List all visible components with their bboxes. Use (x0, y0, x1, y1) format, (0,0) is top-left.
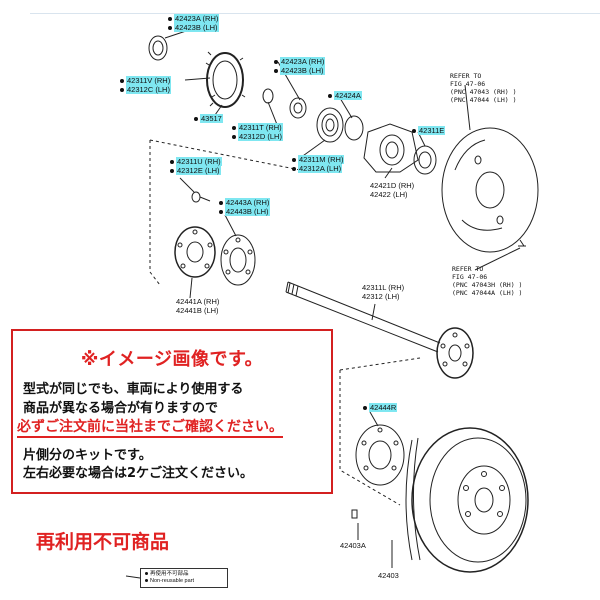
drum-plug (351, 509, 358, 519)
part-42423B-LH: 42423B (LH) (174, 22, 219, 32)
refer2-line2: FIG 47-06 (452, 273, 488, 281)
part-42423A-RH-2: 42423A (RH) (280, 57, 326, 66)
hub-bolt (191, 191, 211, 203)
part-42441B-LH: 42441B (LH) (176, 305, 219, 315)
notice-line-2: 商品が異なる場合が有りますので (23, 401, 219, 416)
leader-2 (184, 77, 211, 81)
part-42421D-RH: 42421D (RH) (370, 181, 415, 190)
bearing-retainer-plate (363, 123, 419, 173)
part-42424A: 42424A (334, 91, 362, 100)
part-42403: 42403 (378, 571, 399, 580)
label-42421D: 42421D (RH) 42422 (LH) (370, 181, 415, 199)
refer1-line2: FIG 47-06 (450, 80, 486, 88)
label-42311M: 42311M (RH) 42312A (LH) (292, 155, 345, 173)
oil-seal-top (148, 35, 168, 61)
refer2-line4: (PNC 47044A (LH) ) (452, 289, 523, 297)
brake-drum (405, 427, 529, 573)
leader-12 (189, 277, 193, 299)
label-42423-mid: 42423A (RH) 42423B (LH) (274, 57, 326, 75)
label-42311U: 42311U (RH) 42312E (LH) (170, 157, 222, 175)
axle-bearing (316, 107, 344, 143)
refer-note-2: REFER TO FIG 47-06 (PNC 47043H (RH) ) (P… (452, 265, 522, 297)
flange-gasket (220, 234, 256, 286)
notice-line-1: 型式が同じでも、車両により使用する (23, 382, 244, 397)
part-42312C-LH: 42312C (LH) (126, 84, 171, 94)
legend-ja: 再使用不可部品 (150, 571, 189, 577)
label-42311T: 42311T (RH) 42312D (LH) (232, 123, 283, 141)
notice-title: ※イメージ画像です。 (80, 349, 264, 370)
leader-14 (369, 411, 379, 427)
label-42443: 42443A (RH) 42443B (LH) (219, 198, 271, 216)
guide-line-axle (339, 357, 421, 371)
notice-line-5: 左右必要な場合は2ケご注文ください。 (23, 466, 254, 481)
part-42423B-LH-2: 42423B (LH) (280, 65, 325, 75)
guide-line-top (149, 139, 301, 171)
o-ring (344, 115, 364, 141)
axle-shaft (285, 281, 474, 379)
ring-gear (205, 51, 246, 108)
part-42443B-LH: 42443B (LH) (225, 206, 270, 216)
small-bolt (518, 239, 526, 247)
legend-en: Non-reusable part (150, 578, 195, 584)
part-42423A-RH: 42423A (RH) (174, 14, 220, 23)
refer1-line4: (PNC 47044 (LH) ) (450, 96, 517, 104)
part-42311L-RH: 42311L (RH) (362, 283, 405, 292)
leader-legend (125, 575, 141, 579)
part-42422-LH: 42422 (LH) (370, 189, 408, 199)
part-42312D-LH: 42312D (LH) (238, 131, 283, 141)
leader-13 (371, 303, 376, 321)
part-42444R: 42444R (369, 403, 398, 412)
leader-3 (214, 104, 223, 116)
part-42443A-RH: 42443A (RH) (225, 198, 271, 207)
label-42424A: 42424A (328, 91, 362, 101)
refer1-line1: REFER TO (450, 72, 482, 80)
part-42311M-RH: 42311M (RH) (298, 155, 345, 164)
part-43517: 43517 (200, 114, 223, 123)
legend-box: 再使用不可部品 Non-reusable part (140, 568, 228, 588)
guide-line-left (149, 140, 161, 286)
part-42311T-RH: 42311T (RH) (238, 123, 283, 132)
guide-line-drum (339, 370, 401, 506)
label-42423-top: 42423A (RH) 42423B (LH) (168, 14, 220, 32)
part-42312A-LH: 42312A (LH) (298, 163, 343, 173)
hub-flange (174, 226, 216, 278)
part-42312-LH: 42312 (LH) (362, 291, 400, 301)
backing-plate (441, 127, 539, 253)
retainer-ring (289, 97, 307, 119)
notice-line-4: 片側分のキットです。 (23, 448, 152, 463)
leader-8 (384, 167, 393, 179)
label-42311E: 42311E (412, 126, 446, 136)
part-42311E: 42311E (418, 126, 446, 135)
label-42311L: 42311L (RH) 42312 (LH) (362, 283, 405, 301)
drum-gasket (355, 424, 405, 486)
refer2-line3: (PNC 47043H (RH) ) (452, 281, 523, 289)
leader-refer-2 (474, 247, 521, 271)
label-43517: 43517 (194, 114, 223, 124)
leader-refer-1 (464, 84, 471, 131)
refer2-line1: REFER TO (452, 265, 484, 273)
part-42403A: 42403A (340, 541, 366, 550)
refer1-line3: (PNC 47043 (RH) ) (450, 88, 517, 96)
part-42441A-RH: 42441A (RH) (176, 297, 220, 306)
snap-ring (262, 88, 274, 104)
notice-line-3-warning: 必ずご注文前に当社までご確認ください。 (17, 416, 283, 438)
leader-10 (179, 177, 195, 193)
label-42441: 42441A (RH) 42441B (LH) (176, 297, 220, 315)
label-42311V: 42311V (RH) 42312C (LH) (120, 76, 172, 94)
refer-note-1: REFER TO FIG 47-06 (PNC 47043 (RH) ) (PN… (450, 72, 517, 104)
part-42311U-RH: 42311U (RH) (176, 157, 222, 166)
non-reusable-heading: 再利用不可商品 (36, 531, 170, 553)
part-42311V-RH: 42311V (RH) (126, 76, 172, 85)
part-42312E-LH: 42312E (LH) (176, 165, 221, 175)
top-divider (30, 13, 600, 14)
notice-box: ※イメージ画像です。 型式が同じでも、車両により使用する 商品が異なる場合が有り… (11, 329, 333, 494)
leader-11 (224, 214, 237, 237)
leader-7 (339, 97, 353, 119)
label-42444R: 42444R (363, 403, 398, 413)
